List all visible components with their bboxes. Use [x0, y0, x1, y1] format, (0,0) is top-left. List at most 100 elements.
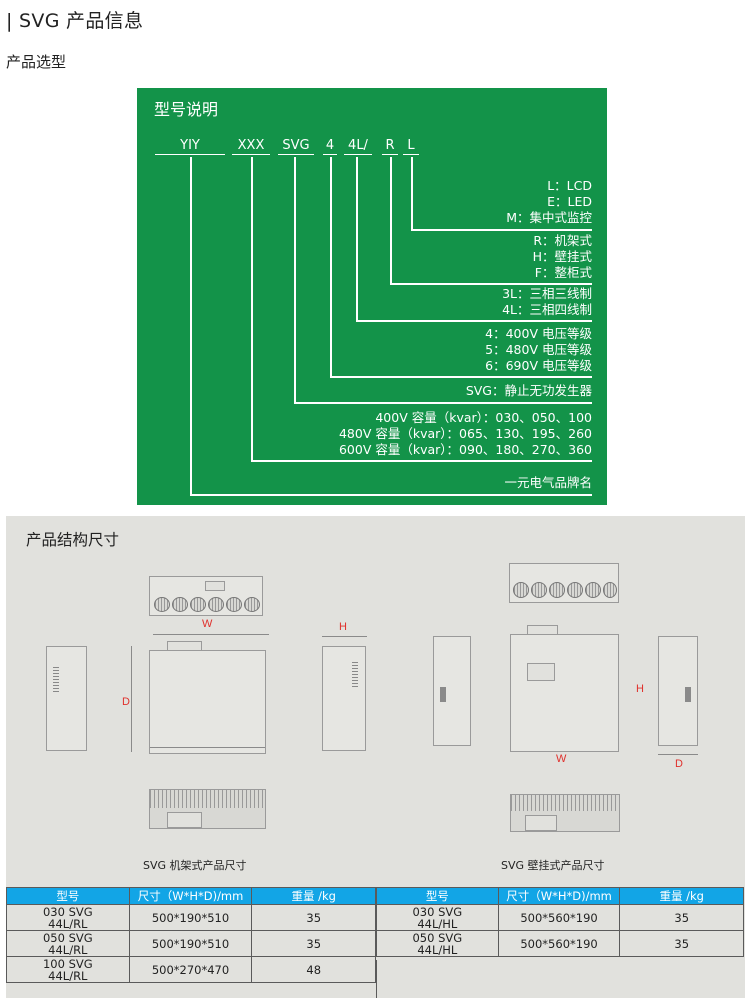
leader-line-capacity [251, 157, 253, 460]
dimension-label-h: H [636, 683, 644, 695]
cell-weight: 48 [251, 956, 376, 983]
fan-drawing [154, 597, 170, 612]
code-segment-brand: YIY [155, 138, 225, 155]
display-options: L：LCD E：LED M：集中式监控 [506, 178, 592, 226]
display-window-drawing [527, 663, 555, 681]
fan-drawing [603, 582, 617, 598]
page-title: | SVG 产品信息 [6, 10, 144, 32]
leader-line-display [411, 157, 413, 229]
fan-drawing [226, 597, 242, 612]
cell-weight: 35 [251, 930, 376, 957]
header-model: 型号 [376, 887, 499, 905]
dimension-label-d: D [122, 696, 130, 708]
type-description: SVG：静止无功发生器 [466, 383, 592, 399]
option-3l: 3L：三相三线制 [502, 286, 592, 301]
header-model: 型号 [6, 887, 130, 905]
capacity-400v: 400V 容量（kvar）：030、050、100 [375, 410, 592, 425]
option-4l: 4L：三相四线制 [502, 302, 592, 317]
option-690v: 6：690V 电压等级 [485, 358, 592, 373]
leader-line-voltage [330, 157, 332, 376]
cell-size: 500*270*470 [128, 956, 253, 983]
leader-line-mount-h [390, 283, 592, 285]
option-480v: 5：480V 电压等级 [485, 342, 592, 357]
rack-caption: SVG 机架式产品尺寸 [143, 859, 247, 872]
leader-line-type [294, 157, 296, 402]
header-weight: 重量 /kg [619, 887, 744, 905]
capacity-options: 400V 容量（kvar）：030、050、100 480V 容量（kvar）：… [339, 410, 592, 458]
code-segment-capacity: XXX [232, 138, 270, 155]
wall-front-view-drawing [510, 625, 619, 752]
fan-drawing [208, 597, 224, 612]
leader-line-display-h [411, 229, 592, 231]
rear-vent-grid [150, 790, 265, 808]
fan-drawing [585, 582, 601, 598]
connector-drawing [685, 687, 691, 702]
display-window-drawing [205, 581, 225, 591]
cell-size: 500*560*190 [497, 930, 621, 957]
wall-caption: SVG 壁挂式产品尺寸 [501, 859, 605, 872]
terminal-block-drawing [525, 815, 557, 831]
rack-rear-view-drawing [149, 789, 266, 829]
voltage-options: 4：400V 电压等级 5：480V 电压等级 6：690V 电压等级 [485, 326, 592, 374]
capacity-600v: 600V 容量（kvar）：090、180、270、360 [338, 442, 592, 457]
rack-top-view-drawing [149, 641, 266, 754]
wiring-options: 3L：三相三线制 4L：三相四线制 [502, 286, 592, 318]
wall-left-side-drawing [433, 636, 471, 746]
option-rack: R：机架式 [533, 233, 592, 248]
bottom-vent-grid [511, 795, 619, 811]
dimension-line-d [131, 646, 132, 752]
fan-drawing [549, 582, 565, 598]
option-lcd: L：LCD [547, 178, 592, 193]
dimension-line-h [322, 636, 367, 637]
cell-size: 500*190*510 [128, 904, 253, 931]
leader-line-wiring-h [356, 320, 592, 322]
header-size: 尺寸（W*H*D)/mm [497, 887, 621, 905]
leader-line-capacity-h [251, 460, 592, 462]
fan-drawing [531, 582, 547, 598]
rail-line [150, 747, 265, 748]
code-segment-wiring: 4L/ [344, 138, 372, 155]
rack-left-side-drawing [46, 646, 87, 751]
leader-line-voltage-h [330, 376, 592, 378]
code-segment-display: L [403, 138, 419, 155]
table-header-row: 型号 尺寸（W*H*D)/mm 重量 /kg [376, 887, 744, 905]
section-title-product-selection: 产品选型 [6, 53, 67, 71]
brand-name: 一元电气品牌名 [504, 475, 592, 490]
dimension-label-w: W [202, 618, 213, 630]
table-edge [376, 960, 377, 998]
leader-line-mount [390, 157, 392, 283]
mount-options: R：机架式 H：壁挂式 F：整柜式 [533, 233, 592, 281]
handle-drawing [527, 625, 558, 635]
vent-slots [352, 662, 358, 687]
option-svg: SVG：静止无功发生器 [465, 383, 592, 398]
cell-size: 500*190*510 [128, 930, 253, 957]
leader-line-wiring [356, 157, 358, 320]
cell-size: 500*560*190 [497, 904, 621, 931]
cell-weight: 35 [251, 904, 376, 931]
header-size: 尺寸（W*H*D)/mm [128, 887, 253, 905]
cell-weight: 35 [619, 904, 744, 931]
wall-top-view-drawing [509, 563, 619, 603]
option-central-monitor: M：集中式监控 [506, 210, 592, 225]
dimension-label-h: H [339, 621, 347, 633]
dimension-line-d [658, 754, 698, 755]
leader-line-brand [190, 157, 192, 494]
wall-right-side-drawing [658, 636, 698, 746]
option-wall: H：壁挂式 [532, 249, 592, 264]
handle-drawing [167, 641, 202, 651]
fan-drawing [190, 597, 206, 612]
fan-drawing [567, 582, 583, 598]
terminal-block-drawing [167, 812, 202, 828]
fan-drawing [513, 582, 529, 598]
panel-title: 型号说明 [154, 100, 219, 119]
